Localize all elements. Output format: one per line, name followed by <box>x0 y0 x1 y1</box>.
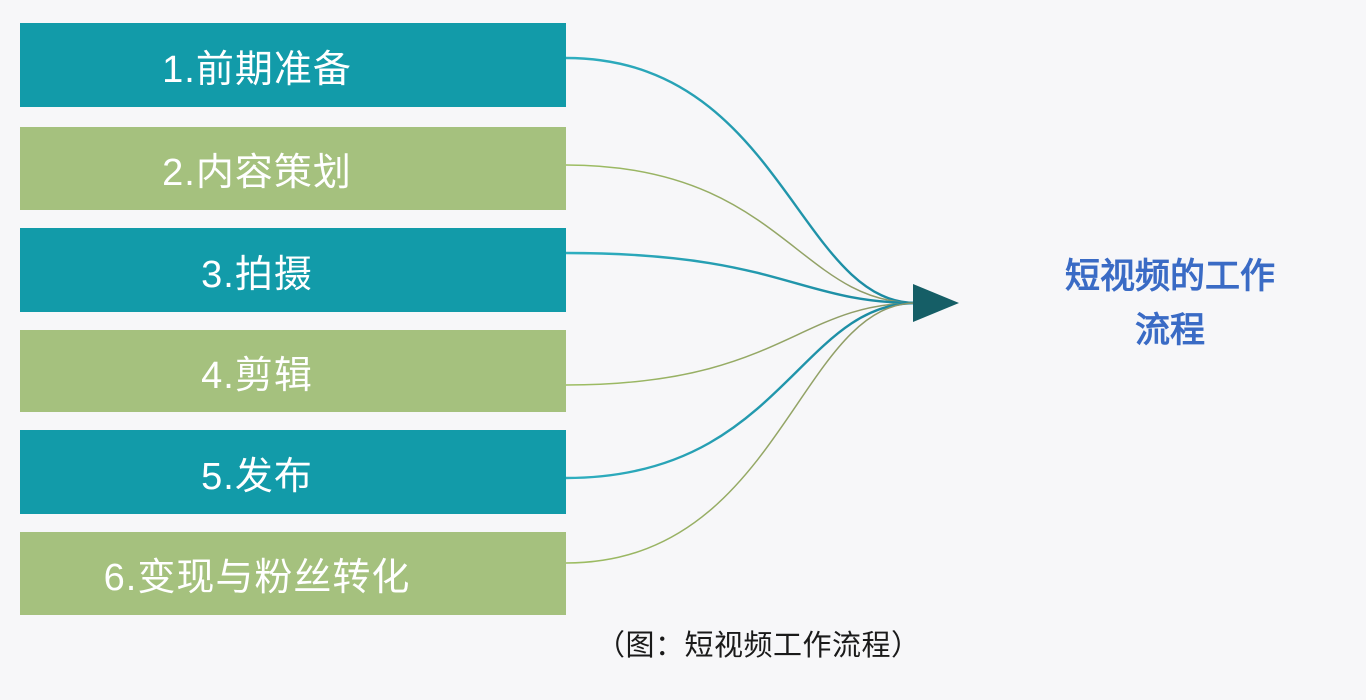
connector-curve-1 <box>565 56 917 305</box>
connector-curve-3 <box>565 251 917 305</box>
connector-curve-2 <box>565 164 917 304</box>
figure-caption: （图：短视频工作流程） <box>596 630 921 662</box>
step-label-2: 2.内容策划 <box>162 152 352 194</box>
step-label-6: 6.变现与粉丝转化 <box>103 557 411 599</box>
step-box-1: 1.前期准备 <box>20 23 566 107</box>
step-box-5: 5.发布 <box>20 430 566 514</box>
result-title: 短视频的工作 流程 <box>1020 250 1320 359</box>
connector-curve-4 <box>565 302 917 386</box>
arrow-head <box>913 284 959 322</box>
step-label-4: 4.剪辑 <box>201 354 313 397</box>
step-label-3: 3.拍摄 <box>201 253 313 296</box>
connector-curve-5 <box>565 301 917 480</box>
result-title-line2: 流程 <box>1134 311 1205 351</box>
step-box-4: 4.剪辑 <box>20 330 566 412</box>
connector-curve-6 <box>565 302 917 564</box>
step-label-1: 1.前期准备 <box>162 48 352 91</box>
step-box-6: 6.变现与粉丝转化 <box>20 532 566 615</box>
result-title-line1: 短视频的工作 <box>1064 257 1275 296</box>
step-box-3: 3.拍摄 <box>20 228 566 312</box>
step-label-5: 5.发布 <box>201 455 313 498</box>
step-box-2: 2.内容策划 <box>20 127 566 210</box>
